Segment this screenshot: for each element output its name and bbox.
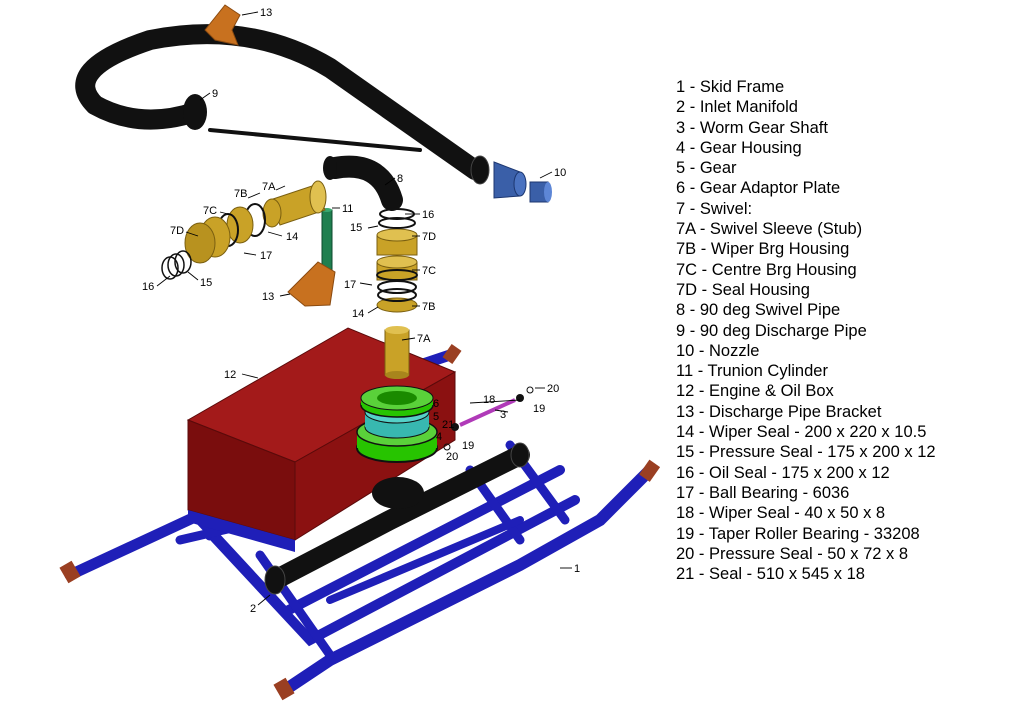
discharge-pipe-90deg — [75, 24, 490, 185]
callout-17-left: 17 — [260, 250, 272, 262]
callout-7c-right: 7C — [422, 265, 436, 277]
legend-item: 2 - Inlet Manifold — [676, 98, 798, 117]
skid-tip — [442, 344, 462, 364]
legend-item: 7C - Centre Brg Housing — [676, 260, 857, 279]
swivel-stack-right — [376, 208, 418, 379]
callout-2: 2 — [250, 603, 256, 615]
legend-item: 6 - Gear Adaptor Plate — [676, 179, 841, 198]
callout-17-right: 17 — [344, 279, 356, 291]
callout-4: 4 — [436, 431, 442, 443]
callout-9: 9 — [212, 88, 218, 100]
legend-item: 12 - Engine & Oil Box — [676, 382, 834, 401]
legend-item: 10 - Nozzle — [676, 341, 760, 360]
callout-15-left: 15 — [200, 277, 212, 289]
callout-7d-left: 7D — [170, 225, 184, 237]
legend-item: 15 - Pressure Seal - 175 x 200 x 12 — [676, 443, 936, 462]
legend-item: 14 - Wiper Seal - 200 x 220 x 10.5 — [676, 423, 927, 442]
legend-item: 18 - Wiper Seal - 40 x 50 x 8 — [676, 504, 886, 523]
callout-16-right: 16 — [422, 209, 434, 221]
swivel-pipe-90deg — [323, 155, 403, 211]
discharge-pipe-bracket-top — [204, 4, 241, 46]
callout-21: 21 — [442, 419, 454, 431]
legend-item: 21 - Seal - 510 x 545 x 18 — [676, 565, 865, 584]
callout-8: 8 — [397, 173, 403, 185]
legend-item: 8 - 90 deg Swivel Pipe — [676, 301, 841, 320]
callout-13-top: 13 — [260, 7, 272, 19]
legend-item: 9 - 90 deg Discharge Pipe — [676, 321, 867, 340]
gear-housing-stack — [356, 385, 438, 463]
legend-item: 7B - Wiper Brg Housing — [676, 240, 850, 259]
skid-tip — [59, 560, 81, 584]
swivel-stack-left — [161, 180, 327, 280]
legend-item: 20 - Pressure Seal - 50 x 72 x 8 — [676, 544, 909, 563]
callout-14-right: 14 — [352, 308, 364, 320]
legend-item: 16 - Oil Seal - 175 x 200 x 12 — [676, 463, 890, 482]
discharge-pipe-bracket-lower — [287, 261, 336, 307]
legend-item: 1 - Skid Frame — [676, 78, 785, 96]
callout-11: 11 — [342, 203, 353, 215]
nozzle — [493, 161, 552, 203]
skid-runner-right — [279, 464, 656, 696]
skid-tip — [273, 677, 295, 701]
callout-labels: 13 9 10 8 7A 7B 7C 7D 14 17 16 15 11 13 … — [142, 7, 580, 615]
skid-crossmember — [326, 516, 524, 604]
leader-lines — [156, 11, 553, 413]
legend-item: 13 - Discharge Pipe Bracket — [676, 402, 882, 421]
callout-20-bottom: 20 — [446, 451, 458, 463]
legend-item: 11 - Trunion Cylinder — [676, 362, 828, 381]
callout-19-bottom: 19 — [462, 440, 474, 452]
callout-7a-left: 7A — [262, 181, 276, 193]
callout-7b-right: 7B — [422, 301, 435, 313]
legend-item: 7 - Swivel: — [676, 199, 753, 218]
callout-1: 1 — [574, 563, 580, 575]
worm-gear-shaft — [443, 386, 534, 451]
callout-6: 6 — [433, 398, 439, 410]
callout-7a-right: 7A — [417, 333, 431, 345]
callout-20-top: 20 — [547, 383, 559, 395]
callout-19-top: 19 — [533, 403, 545, 415]
legend-item: 3 - Worm Gear Shaft — [676, 118, 828, 137]
callout-15-right: 15 — [350, 222, 362, 234]
legend-item: 7D - Seal Housing — [676, 280, 810, 299]
callout-10: 10 — [554, 167, 566, 179]
callout-3: 3 — [500, 409, 506, 421]
callout-7c-left: 7C — [203, 205, 217, 217]
callout-16-left: 16 — [142, 281, 154, 293]
callout-7b-left: 7B — [234, 188, 247, 200]
inlet-manifold — [264, 442, 530, 595]
callout-13-lower: 13 — [262, 291, 274, 303]
legend-item: 5 - Gear — [676, 159, 737, 178]
callout-12: 12 — [224, 369, 236, 381]
legend-item: 17 - Ball Bearing - 6036 — [676, 483, 850, 502]
callout-18: 18 — [483, 394, 495, 406]
skid-rail-inner — [210, 495, 580, 647]
callout-5: 5 — [433, 411, 439, 423]
legend-item: 7A - Swivel Sleeve (Stub) — [676, 220, 863, 239]
legend-item: 19 - Taper Roller Bearing - 33208 — [676, 524, 920, 543]
callout-7d-right: 7D — [422, 231, 436, 243]
legend-item: 4 - Gear Housing — [676, 138, 802, 157]
skid-frame — [59, 344, 661, 701]
callout-14-left: 14 — [286, 231, 298, 243]
skid-tip — [639, 459, 661, 482]
